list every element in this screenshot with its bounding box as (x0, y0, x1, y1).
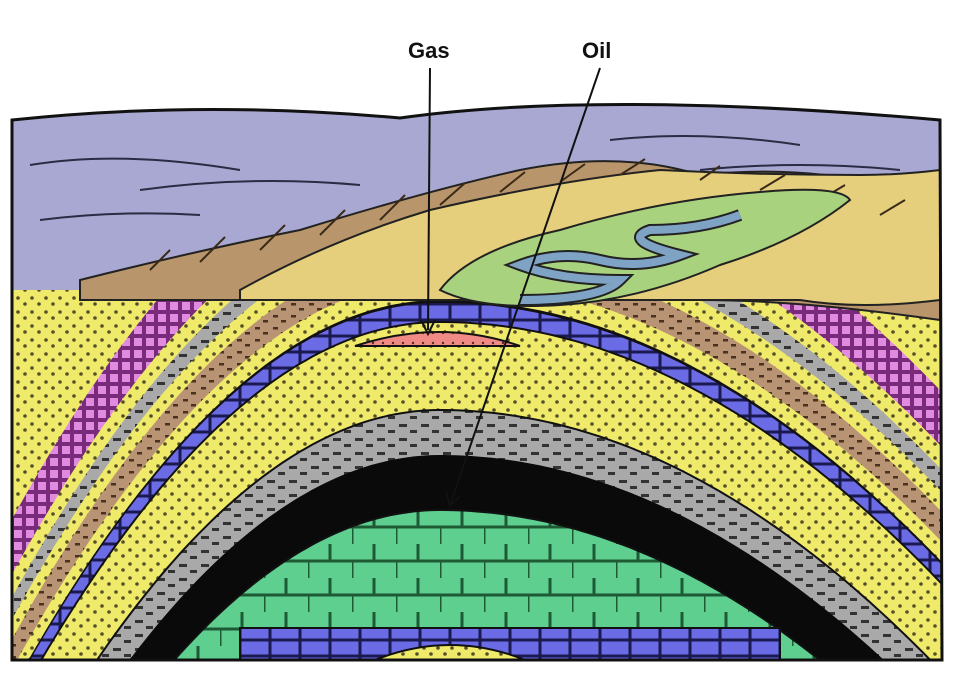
section-border (10, 103, 944, 662)
oil-arrowhead-icon (445, 491, 461, 508)
oil-label: Oil (582, 38, 611, 63)
oil-annotation: Oil (445, 38, 611, 508)
gas-annotation: Gas (408, 38, 450, 337)
rock-layers (12, 130, 942, 660)
gas-label: Gas (408, 38, 450, 63)
limestone-core (12, 509, 942, 660)
basement-sandstone-lens (369, 644, 531, 660)
gas-pocket (354, 331, 521, 347)
river (508, 211, 742, 304)
gas-arrowhead-icon (420, 319, 436, 337)
oil-pointer-line (449, 67, 601, 506)
sky-lines (29, 135, 901, 221)
gas-pointer-line (427, 67, 431, 331)
